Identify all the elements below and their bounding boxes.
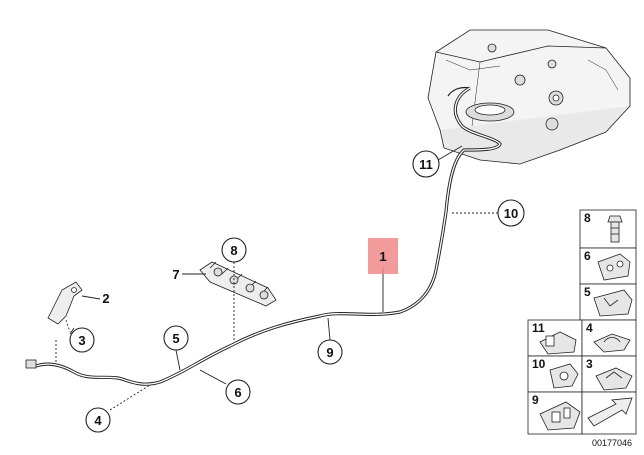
reference-code: 00177046 (592, 438, 632, 448)
panel-label-9: 9 (532, 393, 539, 407)
callout-10[interactable]: 10 (497, 199, 525, 227)
callout-8-label: 8 (230, 243, 237, 258)
callout-5-label: 5 (172, 331, 179, 346)
bolt-part-icon (607, 215, 623, 243)
callout-9[interactable]: 9 (317, 339, 343, 365)
clip-part-10-icon (549, 363, 579, 389)
panel-label-3: 3 (586, 357, 593, 371)
clip-holder-illustration (199, 261, 277, 307)
callout-1-label: 1 (379, 249, 386, 264)
callout-8[interactable]: 8 (221, 237, 247, 263)
bracket-illustration (47, 281, 83, 333)
callout-3-label: 3 (78, 333, 85, 348)
clip-part-4-icon (593, 333, 631, 353)
leader-lines (55, 145, 498, 411)
clip-part-6-icon (597, 253, 631, 281)
callout-6-label: 6 (234, 385, 241, 400)
callout-4-label: 4 (94, 413, 102, 428)
panel-label-4: 4 (586, 321, 593, 335)
callout-7-label: 7 (172, 267, 179, 282)
holder-part-5-icon (593, 289, 633, 317)
panel-label-10: 10 (532, 357, 546, 371)
callout-11[interactable]: 11 (412, 150, 440, 178)
panel-label-11: 11 (532, 321, 545, 335)
parts-side-panel (527, 209, 637, 435)
clip-part-3-icon (595, 367, 633, 391)
callout-6[interactable]: 6 (225, 379, 251, 405)
clip-part-9-icon (539, 401, 581, 431)
direction-arrow-icon (587, 397, 633, 427)
callout-4[interactable]: 4 (85, 407, 111, 433)
panel-label-8: 8 (584, 211, 591, 225)
callout-11-label: 11 (419, 157, 433, 172)
clip-part-11-icon (539, 331, 577, 355)
callout-5[interactable]: 5 (163, 325, 189, 351)
callout-2-label: 2 (102, 291, 109, 306)
callout-3[interactable]: 3 (69, 327, 95, 353)
callout-10-label: 10 (504, 206, 518, 221)
panel-label-5: 5 (584, 285, 591, 299)
panel-label-6: 6 (584, 249, 591, 263)
callout-9-label: 9 (326, 345, 333, 360)
callout-1-highlighted[interactable]: 1 (368, 238, 398, 274)
callout-2[interactable]: 2 (102, 291, 109, 306)
callout-7[interactable]: 7 (172, 267, 179, 282)
fuel-line (25, 86, 502, 386)
